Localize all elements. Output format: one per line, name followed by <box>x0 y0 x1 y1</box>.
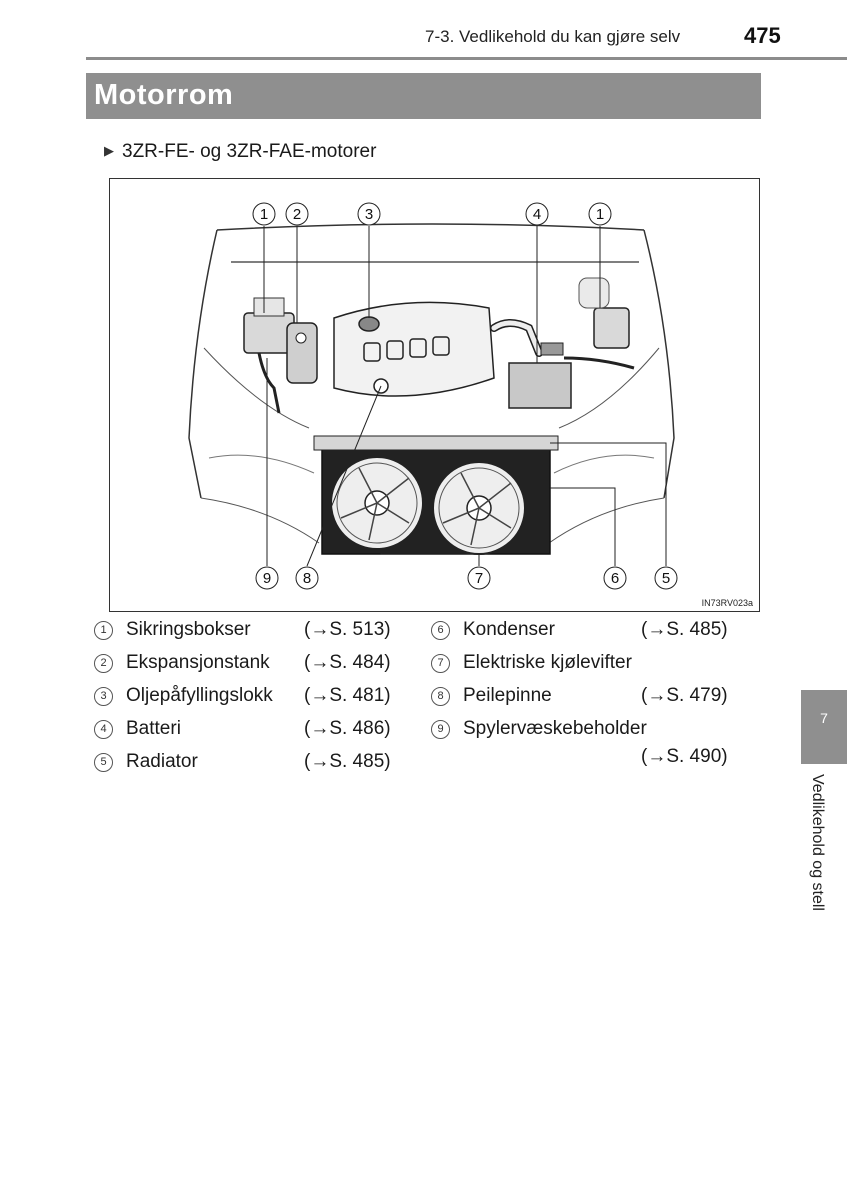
triangle-bullet-icon: ▶ <box>104 143 114 158</box>
figure-code: IN73RV023a <box>702 598 753 608</box>
legend-name: Oljepåfyllingslokk <box>126 685 273 706</box>
legend-item-1: 1 Sikringsbokser (→S. 513) <box>94 619 414 641</box>
page-number: 475 <box>744 23 781 48</box>
legend-item-4: 4 Batteri (→S. 486) <box>94 718 414 740</box>
legend-name: Sikringsbokser <box>126 619 251 640</box>
legend-item-2: 2 Ekspansjonstank (→S. 484) <box>94 652 414 674</box>
legend-num: 6 <box>431 621 450 640</box>
page-header-section: 7-3. Vedlikehold du kan gjøre selv <box>425 27 681 46</box>
legend-item-6: 6 Kondenser (→S. 485) <box>431 619 751 641</box>
top-callouts: 1 2 3 4 1 <box>252 202 612 363</box>
legend-name: Kondenser <box>463 619 555 640</box>
legend-num: 2 <box>94 654 113 673</box>
legend-name: Radiator <box>126 751 198 772</box>
title-bar: Motorrom <box>86 73 761 119</box>
legend-ref: (→S. 481) <box>304 685 391 706</box>
legend-ref: (→S. 479) <box>641 685 728 706</box>
legend-name: Batteri <box>126 718 181 739</box>
engine-bay-illustration: 1 2 3 4 1 9 8 7 6 5 IN73RV023a <box>109 178 760 612</box>
legend-num: 7 <box>431 654 450 673</box>
legend-item-8: 8 Peilepinne (→S. 479) <box>431 685 751 707</box>
legend-name: Elektriske kjølevifter <box>463 652 632 673</box>
legend-ref: (→S. 513) <box>304 619 391 640</box>
callout-top-1: 1 <box>260 206 268 223</box>
legend-num: 1 <box>94 621 113 640</box>
callout-top-4: 4 <box>533 206 541 223</box>
chapter-tab-label: Vedlikehold og stell <box>809 774 826 911</box>
legend-item-5: 5 Radiator (→S. 485) <box>94 751 414 773</box>
legend-name: Ekspansjonstank <box>126 652 270 673</box>
callout-bottom-7: 7 <box>475 570 483 587</box>
legend-item-3: 3 Oljepåfyllingslokk (→S. 481) <box>94 685 414 707</box>
legend-ref: (→S. 485) <box>641 619 728 640</box>
legend-num: 3 <box>94 687 113 706</box>
callout-bottom-9: 9 <box>263 570 271 587</box>
legend-name: Peilepinne <box>463 685 552 706</box>
legend-ref: (→S. 490) <box>641 746 728 767</box>
subheading: ▶ 3ZR-FE- og 3ZR-FAE-motorer <box>104 141 376 163</box>
callout-top-2: 2 <box>293 206 301 223</box>
legend-item-7: 7 Elektriske kjølevifter <box>431 652 751 674</box>
legend-ref: (→S. 484) <box>304 652 391 673</box>
legend-num: 9 <box>431 720 450 739</box>
page-title: Motorrom <box>94 79 234 111</box>
bottom-callouts: 9 8 7 6 5 <box>255 358 678 590</box>
chapter-tab-number: 7 <box>820 710 828 726</box>
callout-bottom-5: 5 <box>662 570 670 587</box>
chapter-tab: 7 <box>801 690 847 764</box>
legend-num: 8 <box>431 687 450 706</box>
header-rule <box>86 57 847 60</box>
legend-num: 4 <box>94 720 113 739</box>
legend-num: 5 <box>94 753 113 772</box>
callout-top-5: 1 <box>596 206 604 223</box>
subheading-text: 3ZR-FE- og 3ZR-FAE-motorer <box>122 141 377 162</box>
legend-item-9: 9 Spylervæskebeholder (→S. 490) <box>431 718 751 778</box>
legend-ref: (→S. 486) <box>304 718 391 739</box>
legend-ref: (→S. 485) <box>304 751 391 772</box>
engine-figure: 1 2 3 4 1 9 8 7 6 5 IN73RV023a <box>109 178 760 612</box>
callout-bottom-6: 6 <box>611 570 619 587</box>
legend-name: Spylervæskebeholder <box>463 718 647 739</box>
callout-bottom-8: 8 <box>303 570 311 587</box>
callout-top-3: 3 <box>365 206 373 223</box>
